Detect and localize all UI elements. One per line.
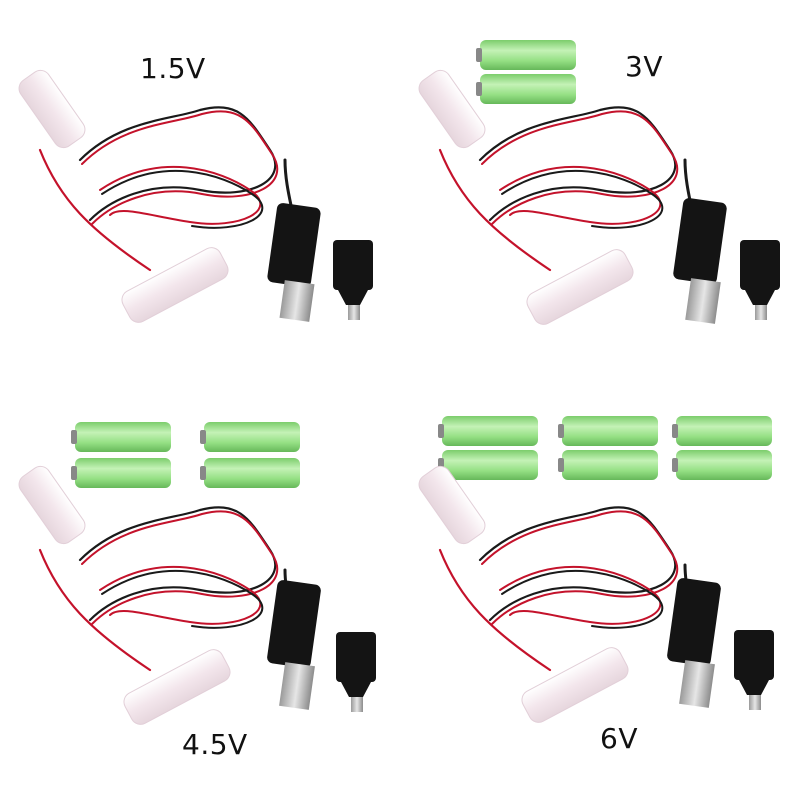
cable-icon: [438, 506, 692, 672]
usb-c-adapter-icon: [336, 632, 376, 712]
dummy-cell-icon: [521, 647, 629, 723]
battery-icon: [558, 450, 658, 480]
panel-4-5v: 4.5V: [0, 400, 400, 800]
dummy-cell-icon: [526, 249, 634, 325]
battery-icon: [438, 450, 538, 480]
battery-icon: [476, 40, 576, 70]
cable-icon: [438, 106, 694, 272]
voltage-label: 6V: [600, 722, 638, 755]
battery-icon: [476, 74, 576, 104]
usb-plug-icon: [267, 580, 321, 710]
battery-icon: [672, 450, 772, 480]
dummy-cell-icon: [418, 69, 486, 149]
dummy-cell-icon: [18, 69, 86, 149]
usb-plug-icon: [267, 203, 321, 322]
panel-6v: 6V: [400, 400, 800, 800]
dummy-cell-icon: [121, 247, 229, 323]
usb-plug-icon: [667, 578, 721, 708]
battery-icon: [200, 422, 300, 452]
product-photo: [18, 422, 376, 725]
dummy-cell-icon: [418, 465, 486, 545]
battery-icon: [71, 422, 171, 452]
battery-icon: [71, 458, 171, 488]
dummy-cell-icon: [18, 465, 86, 545]
battery-icon: [200, 458, 300, 488]
battery-icon: [558, 416, 658, 446]
usb-c-adapter-icon: [734, 630, 774, 710]
battery-icon: [438, 416, 538, 446]
panel-1-5v: 1.5V: [0, 0, 400, 400]
usb-plug-icon: [673, 198, 727, 324]
voltage-label: 3V: [625, 50, 663, 83]
dummy-cell-icon: [123, 649, 231, 725]
product-photo: [418, 416, 774, 723]
product-photo: [18, 69, 373, 323]
voltage-label: 4.5V: [182, 728, 248, 761]
usb-c-adapter-icon: [740, 240, 780, 320]
voltage-label: 1.5V: [140, 52, 206, 85]
usb-c-adapter-icon: [333, 240, 373, 320]
cable-icon: [38, 106, 294, 272]
panel-3v: 3V: [400, 0, 800, 400]
product-photo: [418, 40, 780, 325]
battery-icon: [672, 416, 772, 446]
